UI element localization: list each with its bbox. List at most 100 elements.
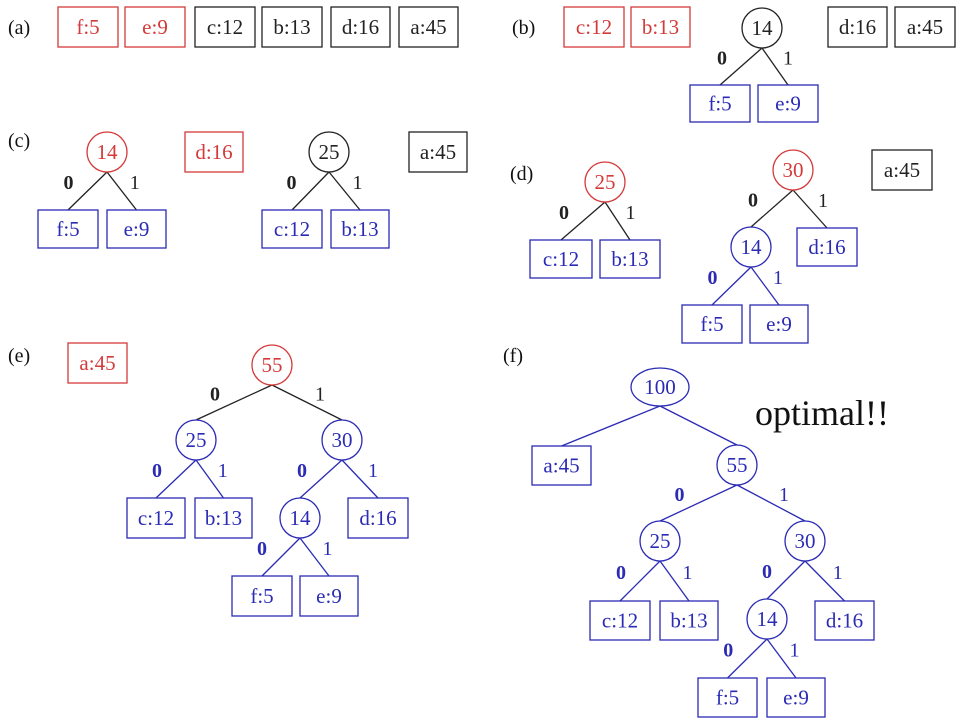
edge-bit-label: 0 — [64, 172, 74, 194]
edge-bit-label: 1 — [779, 484, 789, 506]
leaf-box — [184, 131, 244, 173]
node-circle — [279, 497, 321, 539]
leaf-box — [827, 6, 888, 48]
node-label: e:9 — [783, 686, 809, 710]
node-label: a:45 — [410, 15, 446, 39]
node-circle — [741, 7, 783, 49]
edge-bit-label: 1 — [218, 460, 228, 482]
node-label: a:45 — [543, 454, 579, 478]
node-label: c:12 — [576, 15, 612, 39]
leaf-box — [894, 6, 956, 48]
leaf-box — [194, 497, 253, 539]
node-label: d:16 — [359, 506, 396, 530]
panel-label: (f) — [503, 345, 523, 367]
internal-node-n30: 30 — [321, 419, 363, 461]
leaf-node-d: d:16 — [827, 6, 888, 48]
edge-bit-label: 0 — [210, 384, 220, 406]
leaf-node-f: f:5 — [689, 84, 751, 123]
node-label: c:12 — [138, 506, 174, 530]
leaf-box — [261, 209, 323, 249]
internal-node-n14: 14 — [279, 497, 321, 539]
tree-edge — [804, 560, 845, 602]
leaf-box — [261, 6, 323, 48]
node-label: 14 — [757, 607, 779, 631]
internal-node-n25: 25 — [308, 131, 350, 173]
leaf-box — [330, 6, 391, 48]
leaf-node-b: b:13 — [599, 239, 661, 279]
leaf-box — [757, 84, 819, 123]
leaf-node-e: e:9 — [124, 6, 186, 48]
node-label: e:9 — [775, 92, 801, 116]
edge-bit-label: 1 — [818, 190, 828, 212]
tree-edge — [561, 405, 661, 447]
leaf-node-f: f:5 — [681, 304, 743, 344]
node-label: 30 — [332, 428, 353, 452]
leaf-node-f: f:5 — [231, 575, 293, 617]
leaf-box — [529, 239, 593, 279]
leaf-box — [749, 304, 809, 344]
internal-node-n14: 14 — [86, 131, 128, 173]
tree-edge — [67, 171, 108, 211]
leaf-box — [766, 677, 826, 718]
panel-label: (e) — [8, 345, 30, 367]
node-label: 14 — [290, 506, 312, 530]
node-label: 100 — [644, 375, 676, 399]
leaf-node-f: f:5 — [697, 677, 758, 718]
leaf-box — [531, 445, 592, 486]
internal-node-n14: 14 — [741, 7, 783, 49]
node-label: a:45 — [907, 15, 943, 39]
edge-bit-label: 0 — [287, 172, 297, 194]
tree-edge — [792, 189, 828, 229]
node-label: b:13 — [642, 15, 679, 39]
tree-edge — [106, 171, 138, 211]
node-circle — [772, 149, 814, 191]
tree-edge — [299, 537, 330, 577]
leaf-box — [563, 6, 625, 48]
leaf-box — [194, 6, 256, 48]
leaf-node-c: c:12 — [563, 6, 625, 48]
edge-bit-label: 0 — [152, 460, 162, 482]
internal-node-n14: 14 — [730, 226, 772, 268]
leaf-box — [689, 84, 751, 123]
edge-bit-label: 0 — [616, 562, 626, 584]
leaf-node-b: b:13 — [330, 209, 390, 249]
node-label: b:13 — [205, 506, 242, 530]
leaf-node-d: d:16 — [330, 6, 391, 48]
node-label: e:9 — [124, 217, 150, 241]
internal-node-n30: 30 — [772, 149, 814, 191]
tree-edge — [261, 537, 301, 577]
node-label: 55 — [727, 453, 748, 477]
tree-edge — [328, 171, 361, 211]
node-label: 25 — [186, 428, 207, 452]
leaf-node-a: a:45 — [531, 445, 592, 486]
leaf-box — [697, 677, 758, 718]
node-label: c:12 — [602, 609, 638, 633]
node-label: d:16 — [808, 235, 845, 259]
leaf-box — [398, 6, 459, 48]
edge-bit-label: 1 — [783, 48, 793, 70]
leaf-box — [408, 131, 468, 173]
edge-bit-label: 1 — [773, 267, 783, 289]
node-label: e:9 — [142, 15, 168, 39]
leaf-node-c: c:12 — [126, 497, 186, 539]
leaf-node-a: a:45 — [871, 149, 933, 191]
node-circle — [584, 161, 626, 203]
edge-bit-label: 1 — [626, 202, 636, 224]
leaf-node-b: b:13 — [630, 6, 691, 48]
leaf-node-a: a:45 — [894, 6, 956, 48]
node-label: f:5 — [250, 584, 273, 608]
tree-edge — [195, 459, 225, 499]
tree-edge — [299, 459, 343, 499]
leaf-node-e: e:9 — [757, 84, 819, 123]
leaf-node-d: d:16 — [347, 497, 409, 539]
leaf-node-f: f:5 — [57, 6, 119, 48]
edge-bit-label: 1 — [368, 460, 378, 482]
edge-bit-label: 0 — [257, 538, 267, 560]
leaf-box — [814, 600, 875, 641]
leaf-node-d: d:16 — [796, 227, 858, 267]
node-label: 25 — [650, 529, 671, 553]
node-circle — [251, 344, 293, 386]
edge-bit-label: 1 — [323, 538, 333, 560]
